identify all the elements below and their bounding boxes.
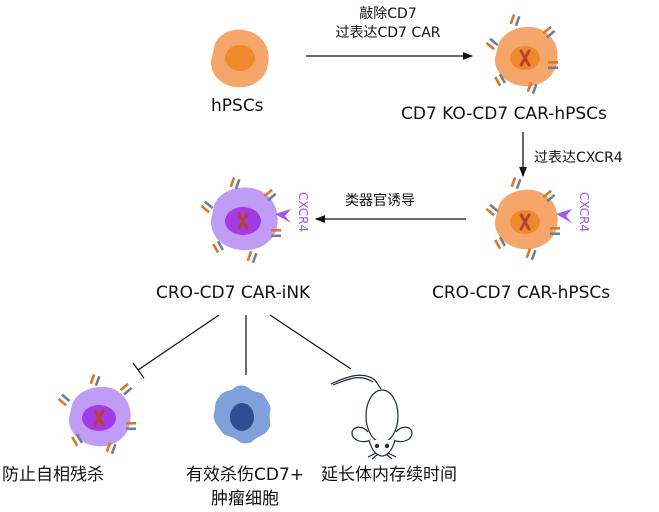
ko-car-hpsc-cell-icon	[484, 13, 561, 95]
node-label-ko-car-hpscs: CD7 KO-CD7 CAR-hPSCs	[401, 104, 607, 124]
cro-car-hpsc-cell-icon	[484, 176, 572, 261]
ink-cell-icon	[56, 373, 139, 455]
cxcr4-label-ink: CXCR4	[296, 192, 310, 233]
outcome-label-fratricide: 防止自相残杀	[2, 465, 104, 485]
branch-line-persistence	[269, 314, 352, 370]
node-label-hpscs: hPSCs	[211, 96, 264, 116]
hpsc-cell-icon	[210, 29, 269, 88]
outcome-label-persistence: 延长体内存续时间	[321, 465, 457, 485]
tumor-cell-icon	[213, 385, 271, 444]
outcome-label-tumor-cells: 肿瘤细胞	[211, 489, 279, 509]
arrow-label-organoid-induction: 类器官诱导	[345, 193, 415, 209]
arrow-label-overexpress-cxcr4: 过表达CXCR4	[534, 150, 623, 166]
outcome-label-tumor-killing: 有效杀伤CD7+	[185, 465, 305, 485]
cxcr4-label-hpsc: CXCR4	[577, 192, 591, 233]
branch-line-inhibit	[137, 314, 220, 371]
node-label-cro-car-ink: CRO-CD7 CAR-iNK	[156, 283, 311, 303]
arrow-label-overexpress-car: 过表达CD7 CAR	[335, 25, 441, 41]
mouse-icon	[330, 374, 413, 460]
inhibit-bar-icon	[132, 362, 145, 379]
node-label-cro-car-hpscs: CRO-CD7 CAR-hPSCs	[432, 283, 611, 303]
cro-car-ink-cell-icon	[199, 176, 291, 264]
arrow-label-knockout: 敲除CD7	[359, 6, 417, 22]
